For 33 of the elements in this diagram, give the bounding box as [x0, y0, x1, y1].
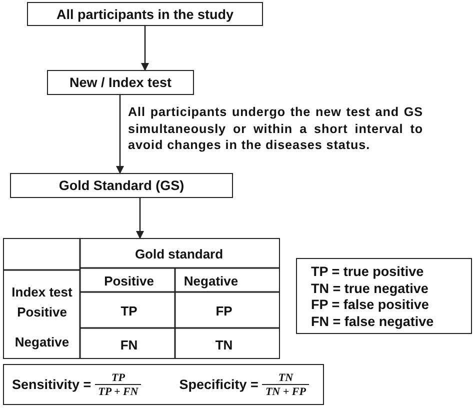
row-header: Negative — [14, 334, 70, 350]
arrow — [136, 198, 144, 239]
column-header: Negative — [184, 274, 238, 288]
table-cell-text: FP — [216, 304, 232, 318]
table-cell-text: TP — [120, 304, 138, 318]
box-label: All participants in the study — [56, 6, 234, 22]
arrow — [116, 95, 124, 174]
table-cell-text: FN — [120, 338, 138, 352]
definitions-box — [296, 258, 472, 334]
definition-text: FN = false negative — [311, 314, 434, 328]
column-header: Positive — [104, 274, 154, 288]
contingency-table — [3, 238, 280, 359]
edge-label: All participants undergo the new test and GS simultaneously or within a short interval to avoid changes in the diseases status. — [128, 104, 423, 154]
definition-text: FP = false positive — [311, 297, 429, 312]
numerator: TN — [278, 372, 294, 384]
box-label: New / Index test — [69, 75, 172, 90]
row-header: Index test — [12, 284, 72, 300]
definition-text: TN = true negative — [311, 280, 428, 296]
process-box — [27, 2, 263, 26]
formula-label: Specificity = — [179, 377, 258, 392]
column-header: Gold standard — [134, 246, 224, 262]
row-header: Positive — [17, 304, 67, 320]
process-box — [47, 70, 194, 95]
definition-text: TP = true positive — [311, 264, 424, 279]
denominator: TN + FP — [262, 384, 309, 398]
table-cell-text: TN — [215, 338, 233, 352]
box-label: Gold Standard (GS) — [58, 178, 184, 193]
numerator: TP — [111, 372, 125, 384]
denominator: TP + FN — [95, 384, 142, 398]
formula-box — [3, 364, 324, 405]
process-box — [10, 173, 233, 198]
formula-label: Sensitivity = — [12, 377, 92, 392]
arrow — [141, 26, 149, 71]
